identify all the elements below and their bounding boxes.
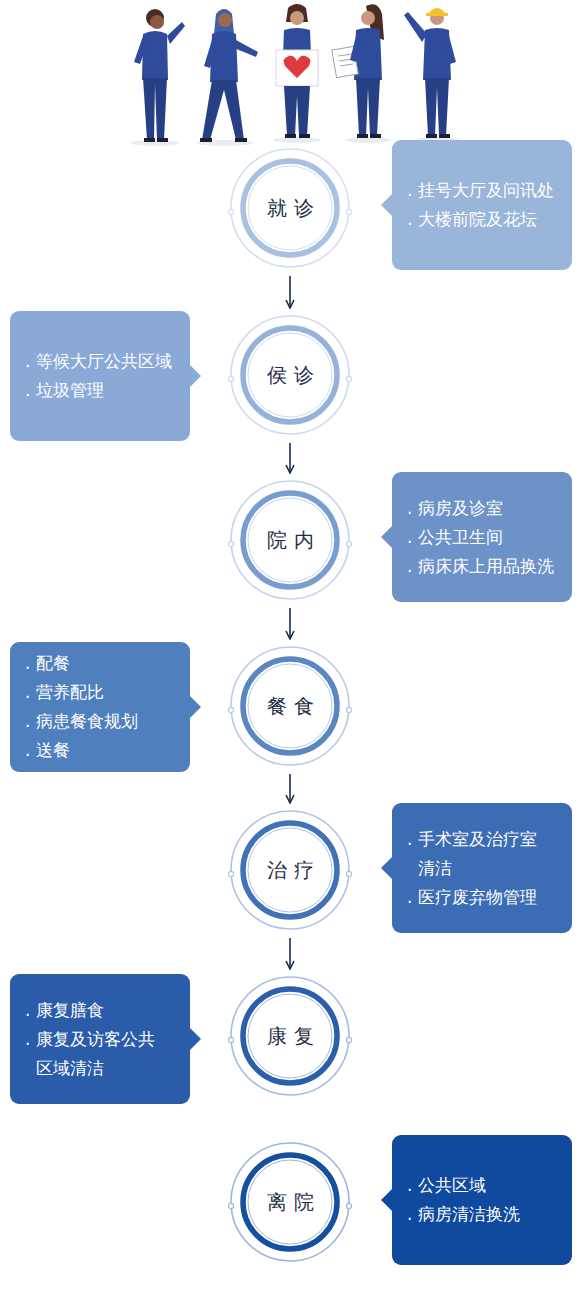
callout-box: . 康复膳食. 康复及访客公共 区域清洁 <box>10 974 190 1104</box>
callout-item: . 病床床上用品换洗 <box>407 552 566 581</box>
ring-part <box>231 149 349 267</box>
ring-part <box>248 333 332 417</box>
flow-arrow <box>289 774 291 802</box>
ring-part <box>228 707 233 712</box>
callout-item: . 病房及诊室 <box>407 494 566 523</box>
callout-pointer <box>189 364 201 388</box>
ring-part <box>243 659 337 753</box>
callout-item: . 公共卫生间 <box>407 523 566 552</box>
callout-pointer <box>189 695 201 719</box>
ring-part <box>243 1155 337 1249</box>
callout-box: . 手术室及治疗室 清洁. 医疗废弃物管理 <box>392 803 572 933</box>
stage-circle: 侯诊 <box>228 313 352 437</box>
callout-item: . 手术室及治疗室 清洁 <box>407 825 566 883</box>
ring-part <box>243 989 337 1083</box>
callout-item: . 公共区域 <box>407 1171 566 1200</box>
ring-part <box>248 1160 332 1244</box>
callout-pointer <box>381 1188 393 1212</box>
callout-pointer <box>381 193 393 217</box>
ring-part <box>231 316 349 434</box>
ring-part <box>228 209 233 214</box>
ring-part <box>248 166 332 250</box>
workers-illustration <box>0 0 581 150</box>
stage-label: 餐食 <box>260 693 321 720</box>
ring-part <box>228 541 233 546</box>
flow-arrow <box>289 276 291 307</box>
callout-item: . 送餐 <box>25 736 184 765</box>
stage-circle: 餐食 <box>228 644 352 768</box>
ring-part <box>243 493 337 587</box>
flow-arrow <box>289 938 291 968</box>
stage-circle: 康复 <box>228 974 352 1098</box>
callout-item: . 康复及访客公共 区域清洁 <box>25 1025 184 1083</box>
ring-part <box>346 1203 351 1208</box>
stage-circle: 治疗 <box>228 808 352 932</box>
ring-part <box>231 977 349 1095</box>
ring-part <box>228 1203 233 1208</box>
flow-arrow <box>289 608 291 638</box>
stage-circle: 就诊 <box>228 146 352 270</box>
callout-item: . 病患餐食规划 <box>25 707 184 736</box>
ring-part <box>346 541 351 546</box>
ring-part <box>346 209 351 214</box>
ring-part <box>228 871 233 876</box>
callout-box: . 等候大厅公共区域. 垃圾管理 <box>10 311 190 441</box>
ring-part <box>248 828 332 912</box>
ring-part <box>228 376 233 381</box>
flow-arrow <box>289 443 291 472</box>
ring-part <box>231 1143 349 1261</box>
ring-part <box>346 707 351 712</box>
callout-item: . 配餐 <box>25 649 184 678</box>
callout-item: . 营养配比 <box>25 678 184 707</box>
callout-item: . 康复膳食 <box>25 996 184 1025</box>
ring-part <box>243 161 337 255</box>
ring-part <box>243 328 337 422</box>
callout-item: . 挂号大厅及问讯处 <box>407 176 566 205</box>
callout-item: . 等候大厅公共区域 <box>25 347 184 376</box>
callout-pointer <box>381 525 393 549</box>
callout-box: . 配餐. 营养配比. 病患餐食规划. 送餐 <box>10 642 190 772</box>
stage-circle: 离院 <box>228 1140 352 1264</box>
stage-label: 康复 <box>260 1023 321 1050</box>
ring-part <box>248 664 332 748</box>
ring-part <box>231 481 349 599</box>
callout-pointer <box>189 1027 201 1051</box>
stage-label: 侯诊 <box>260 362 321 389</box>
ring-part <box>346 871 351 876</box>
ring-part <box>243 823 337 917</box>
stage-label: 就诊 <box>260 195 321 222</box>
callout-box: . 病房及诊室. 公共卫生间. 病床床上用品换洗 <box>392 472 572 602</box>
ring-part <box>228 1037 233 1042</box>
ring-part <box>248 994 332 1078</box>
ring-part <box>231 647 349 765</box>
ring-part <box>231 811 349 929</box>
ring-part <box>346 1037 351 1042</box>
callout-pointer <box>381 856 393 880</box>
callout-box: . 公共区域. 病房清洁换洗 <box>392 1135 572 1265</box>
stage-label: 治疗 <box>260 857 321 884</box>
callout-item: . 医疗废弃物管理 <box>407 883 566 912</box>
callout-item: . 垃圾管理 <box>25 376 184 405</box>
stage-label: 院内 <box>260 527 321 554</box>
callout-item: . 大楼前院及花坛 <box>407 205 566 234</box>
ring-part <box>248 498 332 582</box>
stage-label: 离院 <box>260 1189 321 1216</box>
ring-part <box>346 376 351 381</box>
stage-circle: 院内 <box>228 478 352 602</box>
callout-box: . 挂号大厅及问讯处. 大楼前院及花坛 <box>392 140 572 270</box>
callout-item: . 病房清洁换洗 <box>407 1200 566 1229</box>
